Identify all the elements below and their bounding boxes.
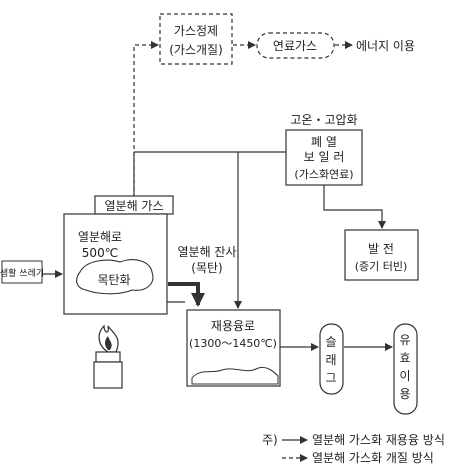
- use-text-char: 이: [399, 369, 410, 383]
- legend-solid-label: 열분해 가스화 재용융 방식: [312, 433, 445, 447]
- gas-refining-node: 가스정제 (가스개질): [159, 13, 233, 65]
- power-sublabel: (증기 터빈): [355, 260, 408, 273]
- legend-dashed-label: 열분해 가스화 개질 방식: [312, 451, 434, 465]
- use-text-char: 유: [399, 333, 410, 347]
- energy-use-label: 에너지 이용: [356, 39, 415, 53]
- high-temp-pressure-label: 고온・고압화: [290, 113, 357, 127]
- power-label: 발 전: [368, 242, 394, 256]
- slag-text-char: 슬: [325, 335, 336, 349]
- residue-sublabel: (목탄): [191, 261, 222, 275]
- waste-heat-boiler-node: 폐 열 보 일 러 (가스화연료): [285, 129, 363, 186]
- boiler-label-1: 폐 열: [311, 135, 337, 149]
- charcoal-label: 목탄화: [97, 273, 130, 287]
- slag-text-char: 그: [325, 371, 336, 385]
- slag-text-char: 래: [325, 353, 336, 367]
- pyrolysis-furnace-node: 열분해로 500℃ 목탄화: [63, 213, 168, 315]
- use-text-char: 용: [399, 387, 410, 401]
- fuel-gas-node: 연료가스: [256, 32, 335, 59]
- burner-flame-icon: [93, 324, 123, 389]
- gas-refining-sublabel: (가스개질): [169, 43, 223, 57]
- furnace-label: 열분해로: [78, 230, 122, 244]
- pyrolysis-gas-node: 열분해 가스: [94, 195, 174, 215]
- pyrolysis-gas-label: 열분해 가스: [104, 199, 163, 213]
- residue-arrow: [168, 282, 205, 307]
- power-generation-node: 발 전 (증기 터빈): [344, 229, 419, 281]
- gas-refining-label: 가스정제: [174, 24, 218, 38]
- char-blob: [76, 259, 154, 295]
- boiler-label-2: 보 일 러: [304, 150, 345, 164]
- use-text-char: 효: [399, 351, 410, 365]
- fuel-gas-label: 연료가스: [273, 39, 317, 53]
- dashed-flow-lines: [133, 41, 353, 198]
- legend-prefix: 주): [262, 433, 278, 447]
- melting-temp-label: (1300～1450℃): [189, 337, 277, 350]
- melting-furnace-node: 재용융로 (1300～1450℃): [186, 309, 281, 387]
- slag-node: 슬래그: [319, 323, 344, 395]
- household-waste-node: 생활 쓰레기: [0, 260, 44, 284]
- boiler-label-3: (가스화연료): [294, 168, 353, 181]
- slag-label: 슬래그: [325, 335, 336, 385]
- melting-furnace-label: 재용융로: [211, 319, 255, 333]
- household-waste-label: 생활 쓰레기: [0, 267, 44, 279]
- legend: 주) 열분해 가스화 재용융 방식 열분해 가스화 개질 방식: [262, 433, 445, 465]
- furnace-temp-label: 500℃: [82, 246, 118, 260]
- residue-label: 열분해 잔사: [177, 245, 236, 259]
- molten-wave: [191, 366, 279, 385]
